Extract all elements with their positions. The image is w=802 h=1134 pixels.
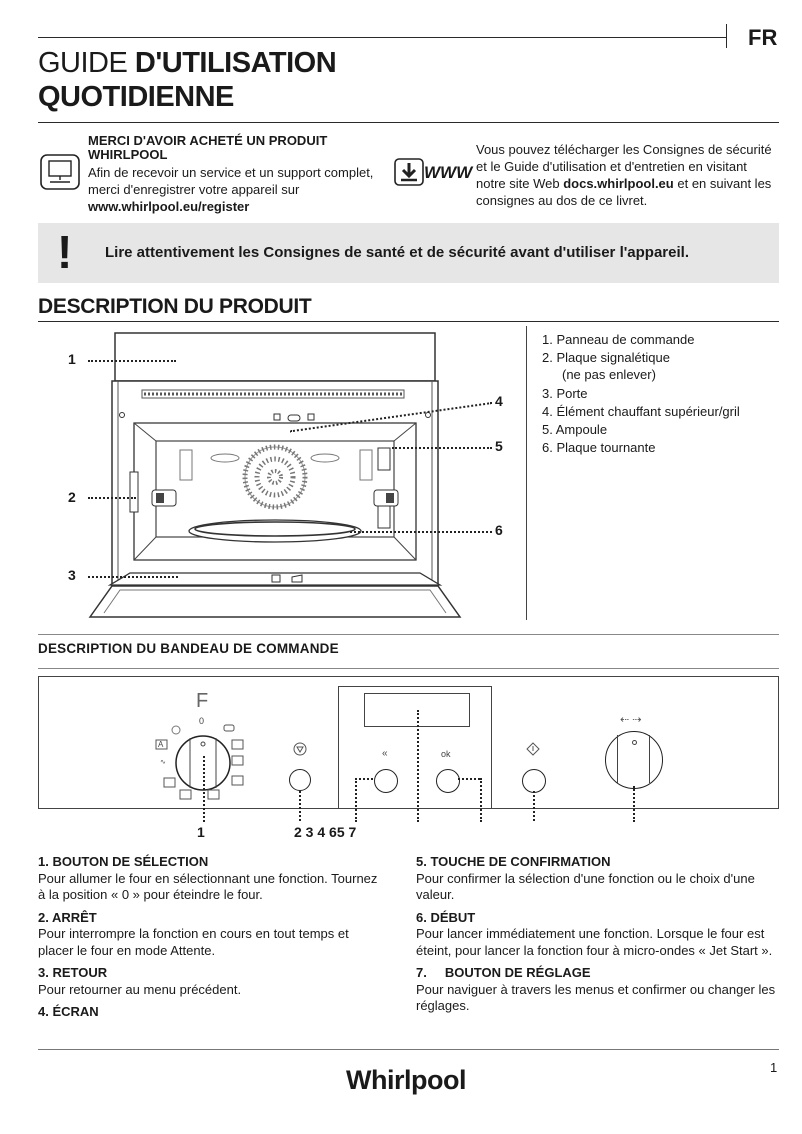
- callout-6: 6: [495, 522, 503, 538]
- desc-4-heading: 4. ÉCRAN: [38, 1004, 99, 1019]
- page-title: GUIDE D'UTILISATION QUOTIDIENNE: [38, 46, 337, 114]
- leader-5: [392, 447, 492, 449]
- callout-4: 4: [495, 393, 503, 409]
- legend-item-3: 3. Porte: [542, 386, 588, 401]
- register-link[interactable]: www.whirlpool.eu/register: [88, 199, 250, 214]
- panel-rule-bottom: [38, 668, 779, 669]
- page-number: 1: [770, 1060, 778, 1075]
- callout-2: 2: [68, 489, 76, 505]
- warning-text: Lire attentivement les Consignes de sant…: [105, 244, 689, 261]
- panel-leader-3a: [355, 778, 373, 780]
- legend-item-2-note: (ne pas enlever): [562, 367, 656, 382]
- legend-item-2: 2. Plaque signalétique: [542, 350, 670, 365]
- legend-item-5: 5. Ampoule: [542, 422, 608, 437]
- panel-leader-4: [417, 710, 419, 822]
- top-rule-tick: [726, 24, 727, 48]
- thanks-body: Afin de recevoir un service et un suppor…: [88, 164, 393, 215]
- thanks-heading: MERCI D'AVOIR ACHETÉ UN PRODUIT WHIRLPOO…: [88, 133, 328, 162]
- back-symbol: «: [382, 748, 388, 759]
- panel-leader-3: [355, 778, 357, 822]
- panel-letter-f: F: [196, 690, 209, 712]
- knob-key-a: A: [158, 740, 164, 749]
- leader-2: [88, 497, 136, 499]
- section-rule: [38, 122, 779, 123]
- leader-1: [88, 360, 176, 362]
- desc-6-heading: 6. DÉBUT: [416, 909, 476, 925]
- callout-1: 1: [68, 351, 76, 367]
- callout-3: 3: [68, 567, 76, 583]
- descriptions-right: 5. TOUCHE DE CONFIRMATION Pour confirmer…: [416, 854, 781, 1015]
- product-legend: 1. Panneau de commande 2. Plaque signalé…: [542, 331, 740, 457]
- adjust-knob-mark-2: [649, 735, 650, 783]
- desc-5-text: Pour confirmer la sélection d'une foncti…: [416, 870, 755, 903]
- desc-2-text: Pour interrompre la fonction en cours en…: [38, 926, 349, 958]
- svg-text:∿: ∿: [160, 758, 166, 766]
- desc-7-text: Pour naviguer à travers les menus et con…: [416, 981, 776, 1014]
- whirlpool-logo: Whirlpool: [346, 1065, 466, 1095]
- adjust-knob-mark: [617, 735, 618, 783]
- display-module: [338, 686, 492, 809]
- desc-1-heading: 1. BOUTON DE SÉLECTION: [38, 854, 209, 869]
- legend-item-6: 6. Plaque tournante: [542, 440, 656, 455]
- oven-illustration: [88, 332, 462, 618]
- ok-label: ok: [441, 749, 451, 759]
- adjust-arrows: ⇠ ⇢: [620, 714, 642, 726]
- warning-box: [38, 223, 779, 283]
- back-button[interactable]: [374, 769, 398, 793]
- stop-icon: [293, 742, 307, 756]
- leader-3: [88, 576, 178, 578]
- desc-6-text: Pour lancer immédiatement une fonction. …: [416, 926, 773, 958]
- docs-link[interactable]: docs.whirlpool.eu: [563, 176, 674, 191]
- panel-rule-top: [38, 634, 779, 635]
- control-panel-drawing: [38, 676, 779, 809]
- start-button[interactable]: [522, 769, 546, 793]
- footer-rule: [38, 1049, 779, 1050]
- download-text-2: et en suivant les consignes au dos de ce…: [476, 176, 772, 208]
- thanks-text: Afin de recevoir un service et un suppor…: [88, 165, 374, 197]
- selection-knob-drawing: ∿: [155, 724, 244, 800]
- panel-leader-2: [299, 791, 301, 821]
- product-title-rule: [38, 321, 779, 322]
- panel-leader-6: [533, 791, 535, 821]
- panel-leader-1: [203, 756, 205, 822]
- www-label: WWW: [424, 163, 473, 182]
- language-code: FR: [748, 25, 778, 50]
- legend-divider: [526, 326, 527, 620]
- computer-icon: [40, 154, 80, 190]
- panel-section-title: DESCRIPTION DU BANDEAU DE COMMANDE: [38, 641, 339, 656]
- descriptions-left: 1. BOUTON DE SÉLECTION Pour allumer le f…: [38, 854, 383, 1021]
- legend-item-4: 4. Élément chauffant supérieur/gril: [542, 404, 740, 419]
- panel-leader-5: [480, 778, 482, 822]
- adjust-knob-dot: [632, 740, 637, 745]
- exclamation-icon: !: [57, 226, 73, 278]
- title-light: GUIDE: [38, 47, 128, 79]
- stop-button[interactable]: [289, 769, 311, 791]
- panel-leader-5a: [458, 778, 480, 780]
- desc-3-text: Pour retourner au menu précédent.: [38, 981, 242, 997]
- desc-1-text: Pour allumer le four en sélectionnant un…: [38, 870, 378, 903]
- title-bold-2: QUOTIDIENNE: [38, 81, 234, 113]
- ok-button[interactable]: [436, 769, 460, 793]
- download-text-1: Vous pouvez télécharger les Consignes de…: [476, 142, 772, 191]
- legend-item-1: 1. Panneau de commande: [542, 332, 695, 347]
- leader-6: [350, 531, 492, 533]
- desc-7-heading: 7. BOUTON DE RÉGLAGE: [416, 965, 591, 980]
- panel-callout-1: 1: [197, 824, 205, 840]
- callout-5: 5: [495, 438, 503, 454]
- download-icon: [394, 158, 424, 186]
- desc-5-heading: 5. TOUCHE DE CONFIRMATION: [416, 854, 611, 869]
- desc-2-heading: 2. ARRÊT: [38, 909, 97, 925]
- start-icon: [526, 742, 540, 756]
- product-section-title: DESCRIPTION DU PRODUIT: [38, 295, 312, 318]
- title-bold-1: D'UTILISATION: [134, 47, 337, 79]
- download-text: Vous pouvez télécharger les Consignes de…: [476, 141, 776, 209]
- panel-leader-7: [633, 786, 635, 822]
- knob-zero-label: 0: [199, 716, 205, 726]
- desc-3-heading: 3. RETOUR: [38, 965, 108, 980]
- panel-callout-rest: 2 3 4 65 7: [294, 824, 357, 840]
- top-rule: [38, 37, 726, 38]
